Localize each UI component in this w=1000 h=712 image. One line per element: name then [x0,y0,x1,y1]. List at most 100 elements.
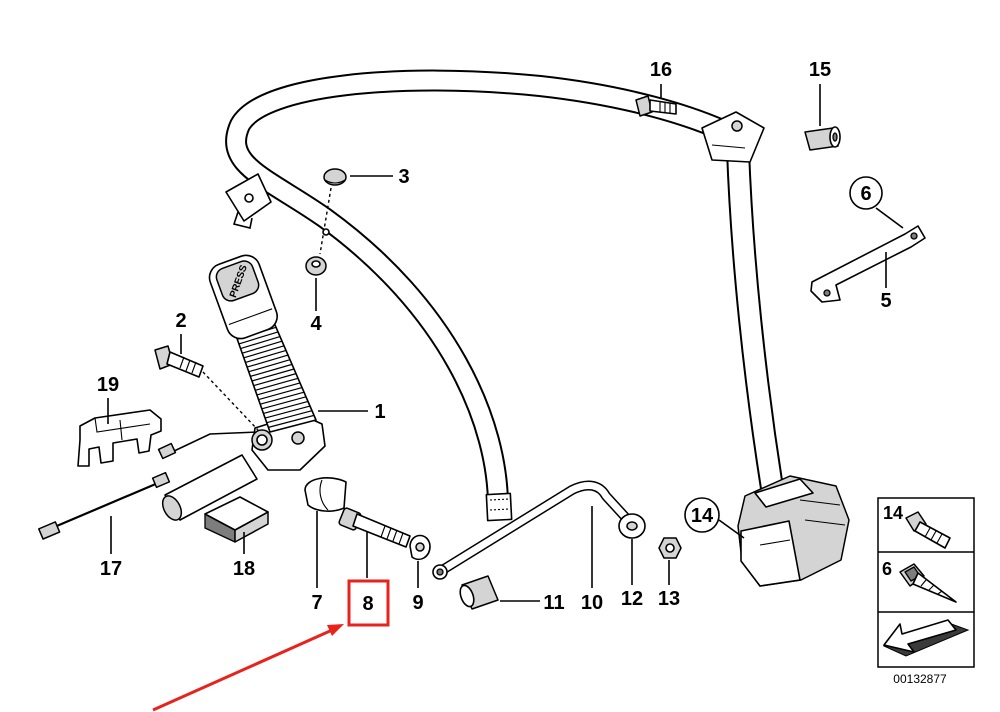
callout-11: 11 [543,592,564,614]
sheath-rib [261,396,307,410]
anchor-plate [701,111,765,163]
bracket-part-5 [810,225,926,303]
buckle-base-bolt-hole [256,434,268,446]
rod-edge [441,480,632,574]
cable-connector [151,471,171,489]
highlight-arrow-shaft [152,629,331,712]
bolt-part-16 [635,95,677,117]
bolt-part-2 [154,345,204,378]
cap-rim [324,179,346,184]
self-tapping-screw-icon [899,563,957,603]
sheath-rib [240,335,281,350]
buckle-cable-tube [161,454,258,521]
fastener-legend: 14 6 [877,497,975,668]
sheath-rib [260,391,305,405]
callout-14-circle [684,497,720,533]
buckle-release-button [215,260,260,302]
spacer-part-11 [459,575,499,610]
bolt-icon-thread [924,527,943,544]
bolt-icon-shank [914,521,951,549]
callout-numbers: 1 2 3 4 5 6 7 8 9 10 11 12 13 14 15 16 1… [97,59,892,615]
belt-buckle-part-1: PRESS [157,254,326,521]
callout-18: 18 [233,558,255,580]
rod-face [442,481,631,572]
screw-icon-thread [920,579,943,595]
callout-14: 14 [691,505,714,527]
clip-body [77,409,162,467]
belt-guide [225,173,272,229]
leader-line [875,207,904,229]
webbing-face [227,71,726,513]
retractor-cover [740,520,801,587]
spacer-bore [832,132,838,142]
legend-item-6: 6 [882,559,892,579]
anchor-detail [711,144,746,149]
sheath-rib [258,386,303,401]
bolt-icon [905,511,951,549]
retractor-part-14 [737,475,850,587]
nut-hole [311,260,321,268]
sheath-rib [268,414,315,428]
callout-9: 9 [412,592,423,614]
callout-4: 4 [310,313,322,335]
webbing-face-vertical [728,149,782,490]
bolt-part-8 [338,507,411,548]
retractor-spool [754,478,814,508]
cap-part-3 [323,168,347,186]
cap-dome [323,168,347,186]
washer-hole [626,521,638,531]
highlight-arrow-head [327,624,344,636]
belt-guide-tab [232,211,253,229]
callout-2: 2 [175,310,186,332]
sleeve-part-7 [304,477,347,512]
clip-part-19 [77,409,162,467]
highlight-annotation [152,579,390,712]
bracket-hole [910,232,918,240]
clip-detail [94,417,151,441]
spacer-end [459,584,475,608]
connector-top [204,496,269,531]
stitch-line [489,498,510,501]
bolt-shank [352,513,411,548]
highlight-box [347,579,390,627]
bracket-hole [823,289,831,297]
buckle-head: PRESS [208,254,278,340]
washer-part-12 [618,513,646,539]
sheath-rib [250,363,293,377]
assembly-dashed-line [319,187,332,255]
sheath-rib [266,410,313,424]
anchor-hole [731,120,743,132]
sheath-rib [245,349,287,364]
callout-5: 5 [880,290,891,312]
callout-6-circle [849,176,883,210]
callout-13: 13 [658,588,680,610]
callout-7: 7 [311,592,322,614]
callout-17: 17 [100,558,122,580]
sheath-rib [248,359,291,373]
connector-part-18 [204,496,269,543]
webbing-end-stitched [485,492,513,522]
webbing-end [485,492,513,522]
callout-19: 19 [97,374,119,396]
bolt-thread [659,102,671,113]
bolt-shank [166,351,204,378]
buckle-cable-connector [157,442,177,460]
belt-guide-hole [244,193,254,203]
buckle-head-seam [228,308,273,326]
callout-12: 12 [621,588,643,610]
nut-part-13 [658,537,682,559]
stitch-line [489,508,510,511]
callout-16: 16 [650,59,672,81]
assembly-dashed-line [202,371,259,431]
leader-lines [107,84,904,602]
callout-10: 10 [581,592,603,614]
rod-part-10 [432,480,632,580]
cable-connector [38,521,61,540]
sheath-rib [246,354,289,368]
seat-belt-webbing [225,69,784,522]
nut-part-4 [305,256,327,276]
belt-anchor-fitting [701,111,765,163]
retractor-detail [759,499,846,546]
sheath-rib [264,405,311,419]
